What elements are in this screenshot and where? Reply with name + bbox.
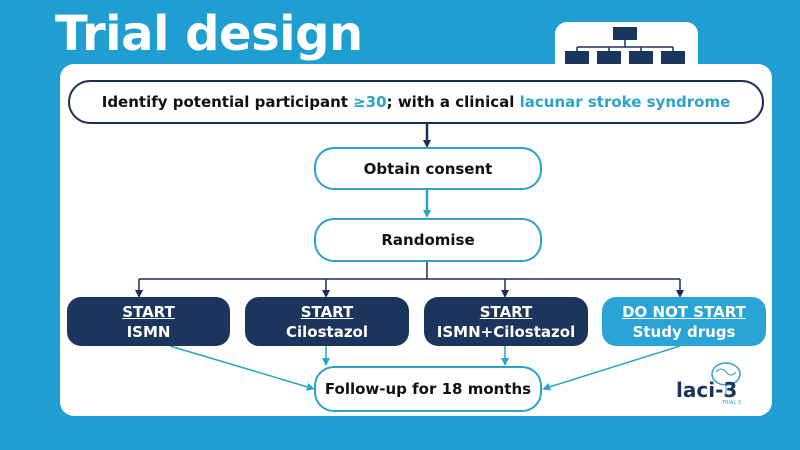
arm-drug: Study drugs bbox=[632, 322, 736, 341]
identify-participant-box: Identify potential participant ≥30 ; wit… bbox=[68, 80, 764, 124]
randomise-box: Randomise bbox=[314, 218, 542, 262]
logo-text: laci-3 bbox=[676, 378, 738, 402]
arm-drug: Cilostazol bbox=[286, 322, 368, 341]
arm-ismn: START ISMN bbox=[67, 297, 230, 346]
page-title: Trial design bbox=[55, 6, 363, 62]
follow-up-box: Follow-up for 18 months bbox=[314, 366, 542, 412]
obtain-consent-box: Obtain consent bbox=[314, 147, 542, 190]
arm-cilostazol: START Cilostazol bbox=[245, 297, 409, 346]
arrow-arm4-followup bbox=[542, 345, 681, 391]
identify-middle: ; with a clinical bbox=[386, 93, 520, 111]
arm-action: START bbox=[479, 302, 533, 321]
identify-age: ≥30 bbox=[353, 93, 387, 111]
followup-label: Follow-up for 18 months bbox=[324, 380, 532, 398]
identify-highlight: lacunar stroke syndrome bbox=[519, 93, 731, 111]
arm-drug: ISMN bbox=[126, 322, 171, 341]
consent-label: Obtain consent bbox=[363, 159, 493, 178]
arm-action: START bbox=[122, 302, 175, 321]
arm-drug: ISMN+Cilostazol bbox=[436, 322, 576, 341]
arm-action: START bbox=[300, 302, 354, 321]
arm-no-drug: DO NOT START Study drugs bbox=[602, 297, 766, 346]
arrow-arm1-followup bbox=[169, 345, 315, 391]
brain-icon bbox=[711, 362, 741, 396]
arm-ismn-cilostazol: START ISMN+Cilostazol bbox=[424, 297, 588, 346]
org-chart-icon bbox=[565, 27, 685, 64]
identify-prefix: Identify potential participant bbox=[101, 93, 354, 111]
arm-action: DO NOT START bbox=[622, 302, 746, 321]
laci-logo: laci-3 TRIAL 3 bbox=[676, 360, 746, 410]
logo-subtext: TRIAL 3 bbox=[722, 400, 741, 406]
randomise-label: Randomise bbox=[381, 231, 475, 249]
